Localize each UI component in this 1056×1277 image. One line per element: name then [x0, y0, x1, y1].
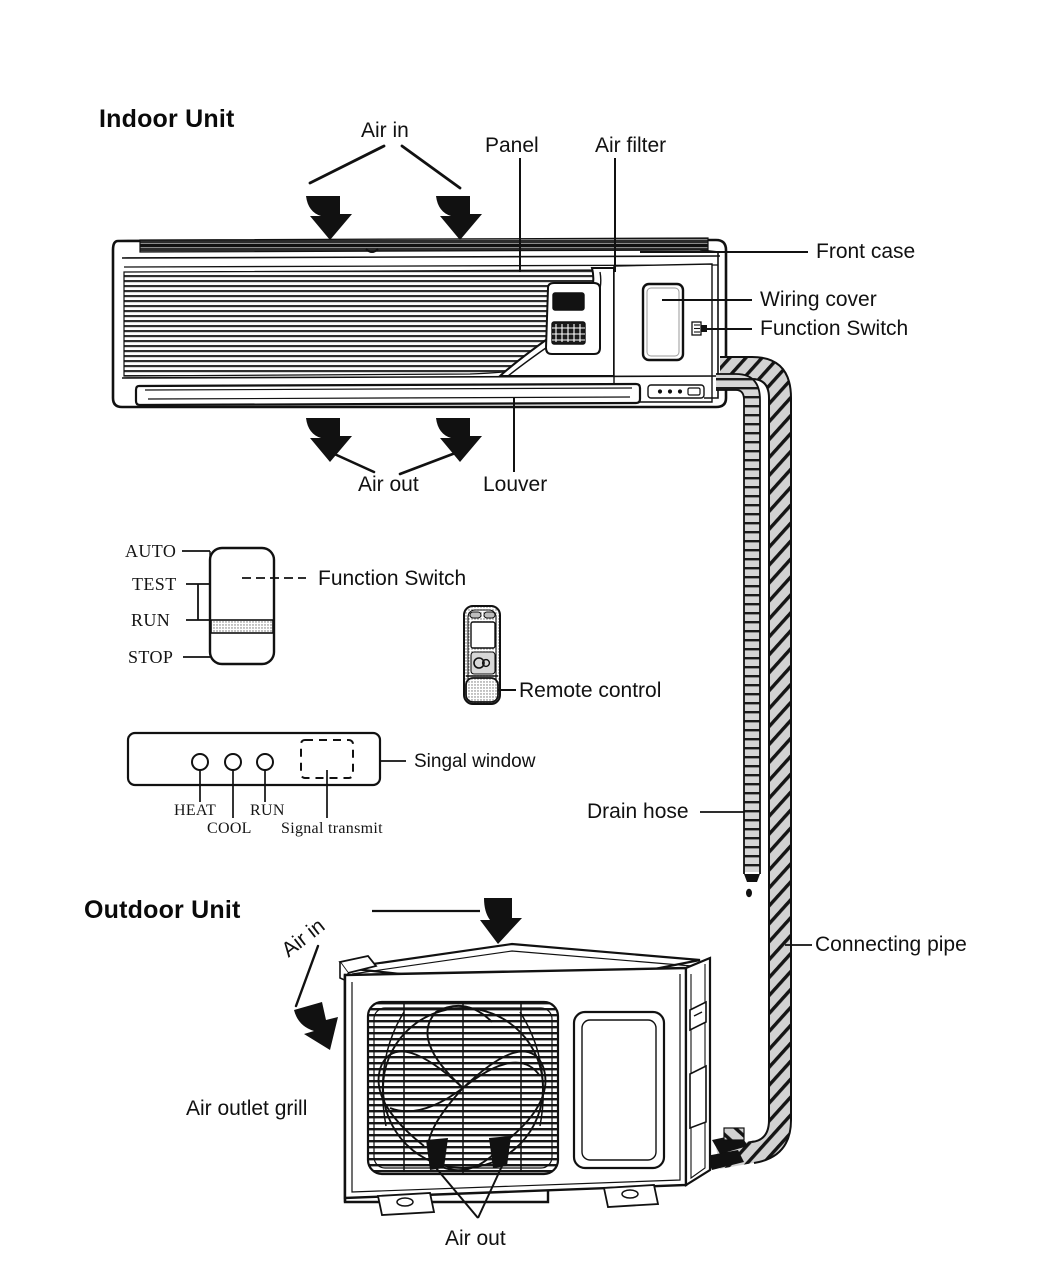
label-air-out-outdoor: Air out [445, 1227, 506, 1250]
label-function-switch-unit: Function Switch [760, 317, 909, 340]
switch-position-run: RUN [131, 610, 171, 630]
label-air-filter: Air filter [595, 134, 667, 157]
piping-run [706, 356, 792, 1170]
switch-position-test: TEST [132, 574, 177, 594]
label-signal-window: Singal window [414, 751, 536, 772]
label-remote-control: Remote control [519, 679, 662, 702]
label-signal-transmit: Signal transmit [281, 820, 383, 837]
air-in-arrows-outdoor [294, 898, 522, 1050]
air-out-arrows-indoor [306, 418, 482, 476]
outdoor-pipe-connection [706, 1127, 748, 1170]
air-in-arrows-indoor [306, 144, 482, 240]
function-switch-detail-drawing [182, 546, 306, 666]
piping-leader-lines [700, 811, 812, 946]
label-louver: Louver [483, 473, 548, 496]
label-air-out-indoor: Air out [358, 473, 419, 496]
outdoor-unit-body [338, 942, 712, 1216]
label-connecting-pipe: Connecting pipe [815, 933, 967, 956]
switch-position-auto: AUTO [125, 541, 177, 561]
indicator-panel-drawing [126, 731, 406, 818]
label-drain-hose: Drain hose [587, 800, 689, 823]
air-out-leaders-outdoor [435, 1165, 503, 1219]
label-wiring-cover: Wiring cover [760, 288, 877, 311]
label-front-case: Front case [816, 240, 916, 263]
indoor-leader-lines [513, 158, 808, 472]
outdoor-unit-heading: Outdoor Unit [84, 896, 241, 924]
label-lamp-cool: COOL [207, 820, 252, 837]
remote-control-drawing [463, 605, 516, 705]
indoor-unit-heading: Indoor Unit [99, 105, 235, 133]
label-air-in-indoor: Air in [361, 119, 409, 142]
label-panel: Panel [485, 134, 539, 157]
label-function-switch-detail: Function Switch [318, 567, 467, 590]
label-lamp-run: RUN [250, 802, 285, 819]
switch-position-stop: STOP [128, 647, 174, 667]
indoor-unit-body [111, 237, 728, 409]
label-lamp-heat: HEAT [174, 802, 217, 819]
label-air-outlet-grill: Air outlet grill [186, 1097, 308, 1120]
